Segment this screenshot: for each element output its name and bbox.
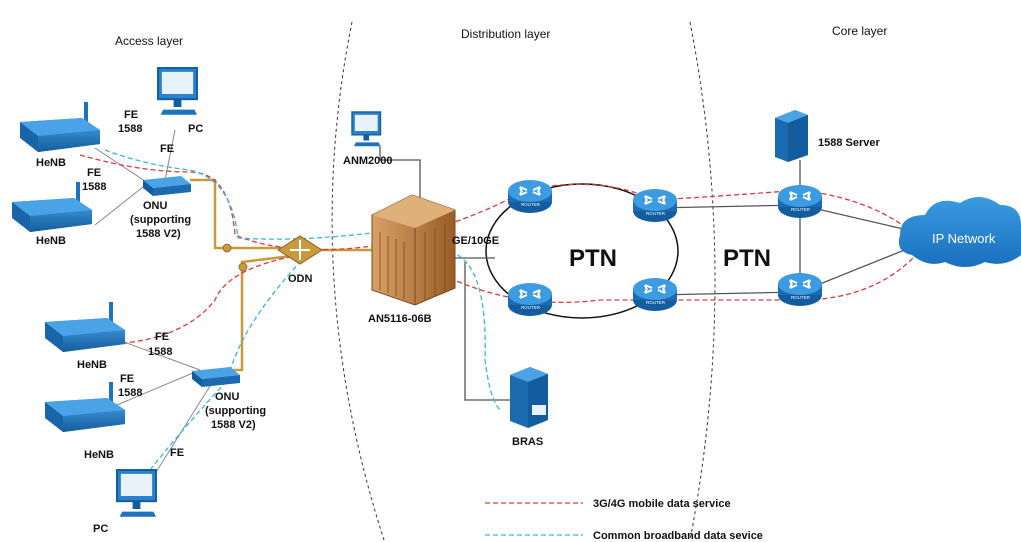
odn-splitter-icon	[277, 235, 323, 265]
broadband-service-paths	[104, 149, 501, 471]
ptn-ring	[485, 183, 679, 319]
onu-note-label: 1588 V2)	[136, 228, 181, 240]
svg-text:ROUTER: ROUTER	[791, 207, 811, 212]
legend-mobile-label: 3G/4G mobile data service	[593, 498, 731, 510]
server-icon	[775, 110, 808, 162]
legend-broadband-label: Common broadband data sevice	[593, 530, 763, 542]
onu-icon	[143, 176, 191, 196]
access-distribution-boundary	[331, 21, 385, 541]
henb-label: HeNB	[77, 359, 107, 371]
link-fe-label: FE	[87, 167, 101, 179]
link-fe-label: FE	[160, 143, 174, 155]
link-1588-label: 1588	[118, 123, 142, 135]
onu-note-label: (supporting	[130, 214, 191, 226]
pc-label: PC	[93, 523, 108, 535]
server-label: 1588 Server	[818, 137, 880, 149]
distribution-layer-title: Distribution layer	[461, 27, 550, 41]
henb-label: HeNB	[84, 449, 114, 461]
link-fe-label: FE	[170, 447, 184, 459]
access-links	[94, 129, 216, 486]
pc-icon	[157, 67, 198, 116]
link-1588-label: 1588	[148, 346, 172, 358]
olt-label: AN5116-06B	[368, 313, 432, 325]
link-1588-label: 1588	[82, 181, 106, 193]
odn-label: ODN	[288, 273, 313, 285]
nms-label: ANM2000	[343, 155, 393, 167]
henb-icon	[45, 302, 125, 352]
core-links	[379, 146, 913, 401]
ptn-label: PTN	[723, 245, 771, 272]
link-fe-label: FE	[124, 109, 138, 121]
svg-text:ROUTER: ROUTER	[521, 305, 541, 310]
onu-label: ONU	[215, 391, 240, 403]
svg-text:ROUTER: ROUTER	[646, 300, 666, 305]
henb-label: HeNB	[36, 235, 66, 247]
router-tags: ROUTER ROUTER ROUTER ROUTER ROUTER ROUTE…	[521, 202, 811, 310]
link-fe-label: FE	[155, 331, 169, 343]
splice-markers	[222, 243, 248, 272]
core-layer-title: Core layer	[832, 24, 887, 38]
henb-icon	[20, 102, 100, 152]
router-icon	[507, 282, 553, 317]
pc-label: PC	[188, 123, 203, 135]
router-icon	[777, 184, 823, 219]
onu-label: ONU	[143, 200, 168, 212]
link-1588-label: 1588	[118, 387, 142, 399]
uplink-label: GE/10GE	[452, 235, 499, 247]
legend: 3G/4G mobile data service Common broadba…	[485, 498, 763, 542]
pc-icon	[116, 469, 157, 518]
henb-label: HeNB	[36, 157, 66, 169]
svg-text:ROUTER: ROUTER	[646, 211, 666, 216]
ptn-label: PTN	[569, 245, 617, 272]
mobile-service-paths	[79, 154, 926, 346]
link-fe-label: FE	[120, 373, 134, 385]
bras-server-icon	[510, 367, 548, 428]
ip-network-cloud-icon	[898, 196, 1021, 267]
fiber-links	[190, 178, 375, 372]
distribution-core-boundary	[689, 21, 716, 541]
onu-note-label: (supporting	[205, 405, 266, 417]
bras-label: BRAS	[512, 436, 543, 448]
svg-text:ROUTER: ROUTER	[791, 295, 811, 300]
henb-icon	[12, 182, 92, 232]
nms-pc-icon	[351, 111, 382, 147]
router-icon	[777, 272, 823, 307]
router-icon	[632, 188, 678, 223]
onu-note-label: 1588 V2)	[211, 419, 256, 431]
olt-chassis-icon	[371, 194, 456, 306]
svg-text:ROUTER: ROUTER	[521, 202, 541, 207]
ip-network-label: IP Network	[932, 231, 996, 246]
access-layer-title: Access layer	[115, 34, 183, 48]
router-icon	[632, 277, 678, 312]
henb-icon	[45, 382, 125, 432]
router-icon	[507, 179, 553, 214]
